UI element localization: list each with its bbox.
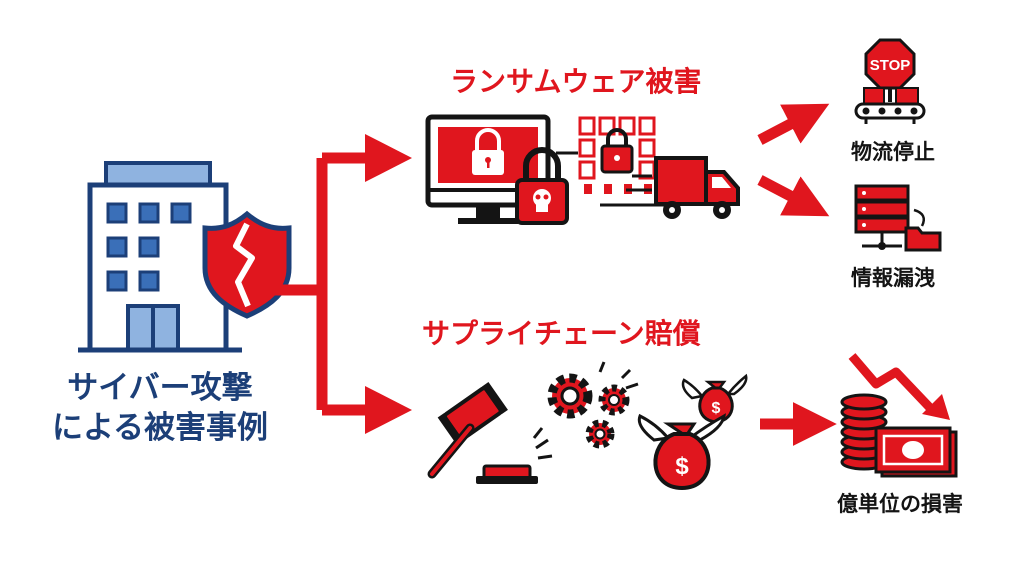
server-data-leak-icon <box>854 184 942 252</box>
delivery-truck-icon <box>626 156 740 219</box>
broken-shield-icon <box>202 210 292 319</box>
supply-chain-title: サプライチェーン賠償 <box>422 317 701 350</box>
outcome-data-leak: 情報漏洩 <box>851 266 935 290</box>
small-bag-dollar-sign: $ <box>712 400 721 417</box>
stop-sign-text: STOP <box>870 57 911 74</box>
main-topic-line-2: による被害事例 <box>51 410 269 446</box>
ransomware-title: ランサムウェア被害 <box>450 65 702 98</box>
outcome-logistics-stop: 物流停止 <box>851 140 935 164</box>
main-topic-label: サイバー攻撃 による被害事例 <box>50 368 270 448</box>
branch-arrows <box>270 134 412 434</box>
gavel-icon <box>427 381 553 484</box>
skull-padlock-icon <box>515 147 569 225</box>
money-loss-icon <box>840 353 958 478</box>
building-icon <box>78 161 242 353</box>
main-topic-line-1: サイバー攻撃 <box>67 370 253 406</box>
stopped-conveyor-icon: STOP <box>854 38 926 124</box>
flying-money-bag-large-icon: $ <box>637 413 726 491</box>
large-bag-dollar-sign: $ <box>675 453 689 480</box>
flying-money-bag-small-icon: $ <box>681 373 748 424</box>
encrypted-data-grid-icon <box>556 116 670 207</box>
outcome-huge-loss: 億単位の損害 <box>837 492 963 516</box>
gears-icon <box>547 361 639 449</box>
outcome-arrows-top <box>757 103 830 217</box>
